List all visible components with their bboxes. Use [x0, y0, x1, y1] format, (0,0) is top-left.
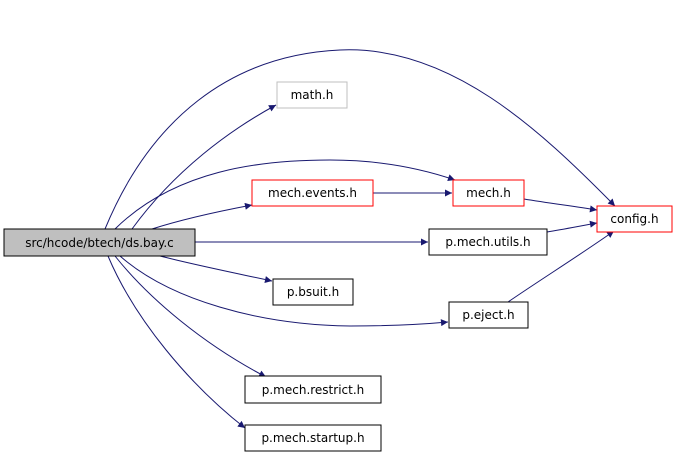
- node-mech-startup[interactable]: p.mech.startup.h: [244, 424, 382, 452]
- node-mech-events[interactable]: mech.events.h: [251, 179, 374, 207]
- edge-root-to-mech-events: [151, 202, 253, 230]
- node-mech-utils[interactable]: p.mech.utils.h: [428, 228, 548, 256]
- edge-root-to-config: [104, 49, 616, 230]
- edge-root-to-math: [131, 104, 277, 230]
- node-math[interactable]: math.h: [276, 81, 348, 109]
- edges: [104, 49, 616, 429]
- edge-mech-to-config: [523, 198, 598, 213]
- node-mech[interactable]: mech.h: [452, 179, 525, 207]
- node-mech-utils-label: p.mech.utils.h: [445, 235, 530, 249]
- node-config-label: config.h: [610, 212, 658, 226]
- node-mech-restrict[interactable]: p.mech.restrict.h: [244, 375, 382, 404]
- edge-root-to-mech-startup: [107, 255, 246, 429]
- node-eject[interactable]: p.eject.h: [448, 301, 529, 329]
- edge-root-to-mech: [114, 159, 456, 230]
- node-bsuit-label: p.bsuit.h: [287, 285, 339, 299]
- node-config[interactable]: config.h: [596, 205, 673, 233]
- node-root[interactable]: src/hcode/btech/ds.bay.c: [3, 228, 196, 257]
- node-mech-startup-label: p.mech.startup.h: [261, 431, 364, 445]
- node-mech-restrict-label: p.mech.restrict.h: [262, 383, 365, 397]
- node-bsuit[interactable]: p.bsuit.h: [272, 278, 354, 306]
- edge-root-to-mech-restrict: [114, 255, 267, 378]
- node-mech-events-label: mech.events.h: [268, 186, 357, 200]
- node-root-label: src/hcode/btech/ds.bay.c: [25, 236, 174, 250]
- edge-eject-to-config: [507, 230, 615, 303]
- node-mech-label: mech.h: [466, 186, 511, 200]
- node-math-label: math.h: [291, 88, 334, 102]
- edge-root-to-eject: [119, 255, 449, 327]
- node-eject-label: p.eject.h: [462, 308, 514, 322]
- edge-root-to-bsuit: [159, 255, 273, 283]
- edge-mech-utils-to-config: [546, 220, 598, 233]
